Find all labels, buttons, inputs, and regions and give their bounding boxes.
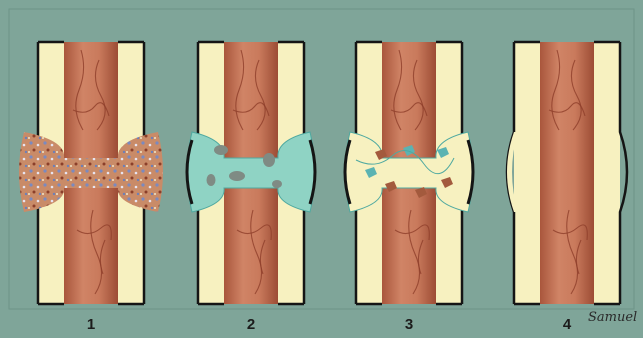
panel-3 (345, 42, 473, 304)
callus-fragment-4 (272, 180, 282, 188)
stage-number-1: 1 (71, 316, 111, 333)
bone-medulla (540, 42, 594, 304)
panel-2 (187, 42, 315, 304)
stage-number-3: 3 (389, 316, 429, 333)
artist-signature: Samuel (588, 310, 637, 325)
stage-number-4: 4 (547, 316, 587, 333)
callus-fragment-1 (214, 145, 228, 155)
panel-1 (19, 42, 163, 304)
callus-fragment-2 (263, 153, 275, 167)
panel-4 (507, 42, 627, 304)
stage-number-2: 2 (231, 316, 271, 333)
callus-fragment-5 (207, 174, 216, 186)
callus-fragment-3 (229, 171, 245, 181)
